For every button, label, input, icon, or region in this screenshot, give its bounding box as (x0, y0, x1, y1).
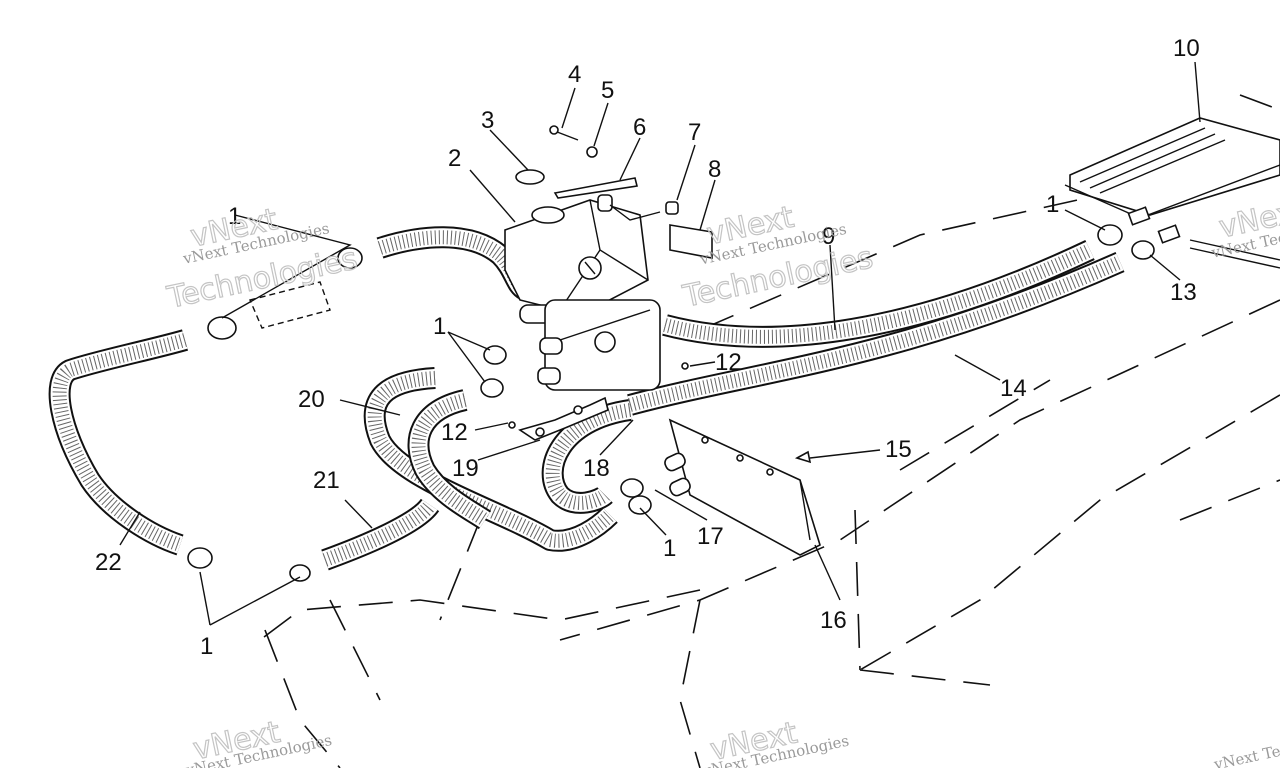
callout-9: 9 (822, 223, 835, 250)
watermarks: vNext vNext Technologies Technologies vN… (163, 192, 1280, 768)
callout-14: 14 (1000, 375, 1027, 402)
watermark-bottom-right: vNext Technologies (1211, 725, 1280, 768)
hose-19 (407, 389, 492, 530)
heat-exchanger-panel (664, 418, 821, 556)
callout-18: 18 (583, 455, 610, 482)
callout-3: 3 (481, 107, 494, 134)
hose-21 (321, 498, 440, 571)
callout-4: 4 (568, 61, 581, 88)
coolant-tank (504, 194, 661, 391)
thermostat-housing (249, 281, 331, 329)
callout-1-bottom-left: 1 (200, 633, 213, 660)
callout-8: 8 (708, 156, 721, 183)
callout-1-upper-right: 1 (1046, 191, 1059, 218)
hose-clamps (187, 224, 1155, 582)
callout-16: 16 (820, 607, 847, 634)
callout-21: 21 (313, 467, 340, 494)
hose-22 (48, 329, 189, 556)
chassis-outline (259, 94, 1280, 768)
callout-2: 2 (448, 145, 461, 172)
watermark-bottom-center: vNext vNext Technologies (700, 715, 850, 768)
callout-1-bottom-center: 1 (663, 535, 676, 562)
upper-tank-hose (376, 226, 532, 300)
callout-13: 13 (1170, 279, 1197, 306)
callout-19: 19 (452, 455, 479, 482)
hose-14 (627, 251, 1125, 416)
callout-20: 20 (298, 386, 325, 413)
callout-17: 17 (697, 523, 724, 550)
watermark-left: vNext vNext Technologies Technologies (163, 201, 361, 316)
small-parts (515, 125, 713, 259)
callout-1-tank: 1 (433, 313, 446, 340)
callout-22: 22 (95, 549, 122, 576)
callout-10: 10 (1173, 35, 1200, 62)
callout-12-left: 12 (441, 419, 468, 446)
callout-7: 7 (688, 119, 701, 146)
bracket (518, 396, 609, 441)
leader-lines (119, 61, 1201, 626)
callout-12-right: 12 (715, 349, 742, 376)
callout-labels: 4 5 3 6 7 2 8 10 1 9 1 13 1 12 14 20 12 … (95, 35, 1200, 660)
hose-18 (541, 399, 632, 514)
callout-15: 15 (885, 436, 912, 463)
hose-9 (662, 240, 1095, 348)
watermark-bottom-left: vNext vNext Technologies (183, 714, 333, 768)
callout-5: 5 (601, 77, 614, 104)
callout-6: 6 (633, 114, 646, 141)
watermark-center: vNext vNext Technologies Technologies (679, 199, 877, 315)
watermark-bottom-right-small: vNext Technologies (1211, 725, 1280, 768)
callout-1-upper-left: 1 (228, 203, 241, 230)
